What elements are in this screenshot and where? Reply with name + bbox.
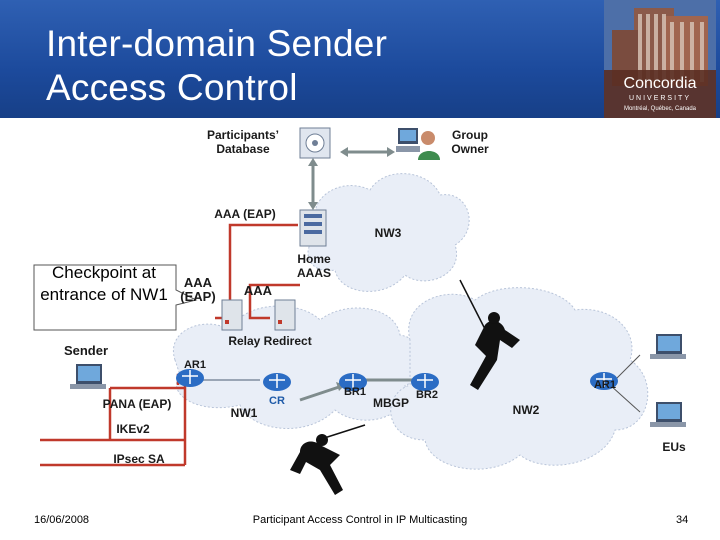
cloud-nw1 — [172, 305, 424, 429]
router-ar1-right-icon — [590, 372, 618, 390]
router-cr-icon — [263, 373, 291, 391]
figure-bottom-icon — [290, 424, 366, 495]
university-logo: Concordia UNIVERSITY Montréal, Québec, C… — [604, 0, 716, 118]
figure-right-icon — [459, 279, 520, 390]
label-nw2: NW2 — [512, 403, 540, 417]
footer-page-number: 34 — [676, 514, 689, 526]
router-br2-icon — [411, 373, 439, 391]
group-owner-icon — [396, 128, 440, 160]
callout-line-1: Checkpoint at — [52, 263, 156, 282]
label-ikev2: IKEv2 — [116, 422, 150, 436]
label-group-owner: Group Owner — [451, 128, 489, 156]
router-ar1-left-icon — [176, 369, 204, 387]
router-br1-icon — [339, 373, 367, 391]
label-br1: BR1 — [343, 386, 366, 398]
footer-date: 16/06/2008 — [34, 514, 90, 526]
title-line-1: Inter-domain Sender — [46, 23, 388, 64]
label-pana-eap: PANA (EAP) — [102, 397, 172, 411]
aaa-server-right-icon — [274, 299, 296, 331]
callout-line-2: entrance of NW1 — [40, 285, 168, 304]
sender-laptop-icon — [70, 364, 106, 389]
logo-tag: Montréal, Québec, Canada — [624, 106, 697, 112]
eu-laptop-top-icon — [650, 334, 686, 359]
gray-links — [299, 150, 412, 402]
aaa-server-left-icon — [221, 299, 243, 331]
label-ar1-right: AR1 — [593, 379, 616, 391]
callout-shape — [33, 264, 198, 331]
label-ar1-left: AR1 — [183, 359, 206, 371]
database-icon — [299, 127, 331, 159]
label-aaa-eap-mid: AAA (EAP) — [180, 275, 216, 304]
label-relay-redirect: Relay Redirect — [228, 334, 312, 348]
home-aaas-server-icon — [299, 209, 327, 247]
slide-title: Inter-domain Sender Access Control — [46, 22, 387, 110]
logo-sub: UNIVERSITY — [629, 95, 691, 102]
label-br2: BR2 — [415, 389, 438, 401]
cloud-nw2 — [390, 287, 649, 470]
footer-caption: Participant Access Control in IP Multica… — [252, 514, 468, 526]
logo-name: Concordia — [624, 75, 697, 92]
label-ipsec-sa: IPsec SA — [113, 452, 165, 466]
label-sender: Sender — [63, 343, 109, 358]
label-home-aaas: Home AAAS — [296, 252, 331, 280]
title-line-2: Access Control — [46, 67, 298, 108]
label-eus: EUs — [662, 440, 686, 454]
header-band — [0, 0, 720, 118]
eu-laptop-bottom-icon — [650, 402, 686, 427]
label-nw1: NW1 — [230, 406, 258, 420]
label-nw3: NW3 — [374, 226, 402, 240]
label-mbgp: MBGP — [373, 396, 409, 410]
label-participants-db: Participants’ Database — [206, 128, 280, 156]
label-aaa-mid: AAA — [243, 283, 273, 298]
checkpoint-callout: Checkpoint at entrance of NW1 — [34, 262, 174, 328]
cloud-nw3 — [307, 173, 470, 292]
label-cr: CR — [269, 395, 285, 407]
label-aaa-eap-top: AAA (EAP) — [214, 207, 276, 221]
